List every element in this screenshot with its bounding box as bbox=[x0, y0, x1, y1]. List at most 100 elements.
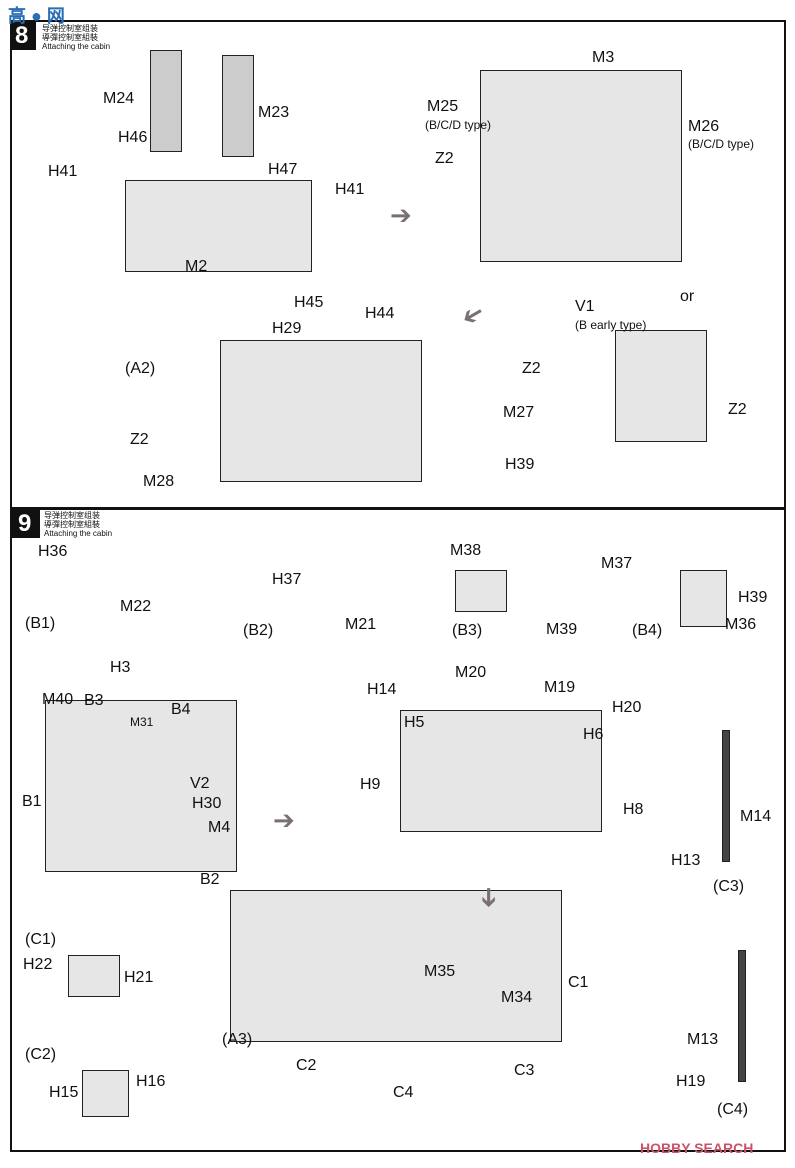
part-label: M20 bbox=[455, 664, 487, 681]
part-note: (B early type) bbox=[575, 318, 647, 332]
part-label: M19 bbox=[544, 679, 576, 696]
or-label: or bbox=[680, 288, 695, 305]
step9-frame bbox=[10, 508, 786, 1152]
part-label: V1 bbox=[575, 298, 595, 315]
part-label: C3 bbox=[514, 1062, 535, 1079]
subassembly-label: (B2) bbox=[243, 622, 274, 639]
part-note: (B/C/D type) bbox=[425, 118, 492, 132]
hobby-search-logo: HOBBY SEARCH bbox=[640, 1140, 754, 1156]
panel-m23 bbox=[222, 55, 254, 157]
part-label: M25 bbox=[427, 98, 459, 115]
subassembly-label: (A3) bbox=[222, 1031, 253, 1048]
step8-header bbox=[10, 20, 36, 50]
part-label: H45 bbox=[294, 294, 324, 311]
part-label: H21 bbox=[124, 969, 154, 986]
subassembly-label: (B4) bbox=[632, 622, 663, 639]
part-label: Z2 bbox=[728, 401, 747, 418]
part-label: H5 bbox=[404, 714, 425, 731]
part-label: M4 bbox=[208, 819, 231, 836]
part-label: H16 bbox=[136, 1073, 166, 1090]
part-label: Z2 bbox=[435, 150, 454, 167]
step8-number: 8 bbox=[15, 22, 29, 49]
part-label: H20 bbox=[612, 699, 642, 716]
arrow-right-icon: ➔ bbox=[273, 805, 295, 835]
part-b4 bbox=[680, 570, 727, 627]
part-label: M27 bbox=[503, 404, 535, 421]
part-label: H41 bbox=[48, 163, 78, 180]
part-label: H41 bbox=[335, 181, 365, 198]
subassembly-label: (B1) bbox=[25, 615, 56, 632]
part-c1 bbox=[68, 955, 120, 997]
part-label: M36 bbox=[725, 616, 757, 633]
caption-cn: 導彈控制室組裝 bbox=[44, 520, 100, 529]
part-label: H6 bbox=[583, 726, 604, 743]
step9-number: 9 bbox=[18, 510, 32, 537]
part-label: M28 bbox=[143, 473, 175, 490]
part-label: H3 bbox=[110, 659, 131, 676]
part-label: H36 bbox=[38, 543, 68, 560]
part-label: M2 bbox=[185, 258, 208, 275]
caption-cn: 導彈控制室組裝 bbox=[42, 33, 98, 42]
part-label: V2 bbox=[190, 775, 210, 792]
part-label: H47 bbox=[268, 161, 298, 178]
part-label: M31 bbox=[130, 715, 154, 729]
jack-c3 bbox=[722, 730, 730, 862]
panel-m24 bbox=[150, 50, 182, 152]
part-note: (B/C/D type) bbox=[688, 137, 755, 151]
floor-assembly bbox=[400, 710, 602, 832]
frame-assembly bbox=[45, 700, 237, 872]
cabin-base-m2 bbox=[125, 180, 312, 272]
caption-en: Attaching the cabin bbox=[42, 42, 111, 51]
subassembly-label: (B3) bbox=[452, 622, 483, 639]
subassembly-label: (C1) bbox=[25, 931, 57, 948]
part-label: M23 bbox=[258, 104, 290, 121]
part-label: M13 bbox=[687, 1031, 719, 1048]
part-label: M38 bbox=[450, 542, 482, 559]
part-label: H46 bbox=[118, 129, 148, 146]
part-label: H13 bbox=[671, 852, 701, 869]
part-b3 bbox=[455, 570, 507, 612]
part-label: M37 bbox=[601, 555, 633, 572]
part-label: C4 bbox=[393, 1084, 414, 1101]
part-c2 bbox=[82, 1070, 129, 1117]
part-label: M22 bbox=[120, 598, 152, 615]
part-label: C2 bbox=[296, 1057, 317, 1074]
part-label: M3 bbox=[592, 49, 615, 66]
subassembly-label: (C4) bbox=[717, 1101, 749, 1118]
part-label: H15 bbox=[49, 1084, 79, 1101]
part-label: H22 bbox=[23, 956, 53, 973]
caption-cn: 导弹控制室组装 bbox=[44, 511, 100, 520]
part-label: C1 bbox=[568, 974, 589, 991]
caption-en: Attaching the cabin bbox=[44, 529, 113, 538]
cabin-a2 bbox=[220, 340, 422, 482]
part-label: H14 bbox=[367, 681, 397, 698]
part-label: M24 bbox=[103, 90, 135, 107]
part-label: H39 bbox=[505, 456, 535, 473]
part-label: H30 bbox=[192, 795, 222, 812]
part-label: M21 bbox=[345, 616, 377, 633]
part-label: B4 bbox=[171, 701, 191, 718]
part-label: H39 bbox=[738, 589, 768, 606]
part-label: M40 bbox=[42, 691, 74, 708]
subassembly-label: (C3) bbox=[713, 878, 745, 895]
part-label: Z2 bbox=[130, 431, 149, 448]
arrow-right-icon: ➔ bbox=[390, 200, 412, 230]
chassis-a3 bbox=[230, 890, 562, 1042]
part-label: Z2 bbox=[522, 360, 541, 377]
caption-cn: 导弹控制室组装 bbox=[42, 24, 98, 33]
part-label: M39 bbox=[546, 621, 578, 638]
part-label: B1 bbox=[22, 793, 42, 810]
jack-c4 bbox=[738, 950, 746, 1082]
arrow-down-icon: ➔ bbox=[474, 886, 505, 909]
step9-header bbox=[10, 508, 40, 538]
part-label: M34 bbox=[501, 989, 533, 1006]
subassembly-label: (C2) bbox=[25, 1046, 57, 1063]
part-label: M14 bbox=[740, 808, 772, 825]
part-label: H37 bbox=[272, 571, 302, 588]
subassembly-label: (A2) bbox=[125, 360, 156, 377]
part-label: H19 bbox=[676, 1073, 706, 1090]
part-label: B2 bbox=[200, 871, 220, 888]
